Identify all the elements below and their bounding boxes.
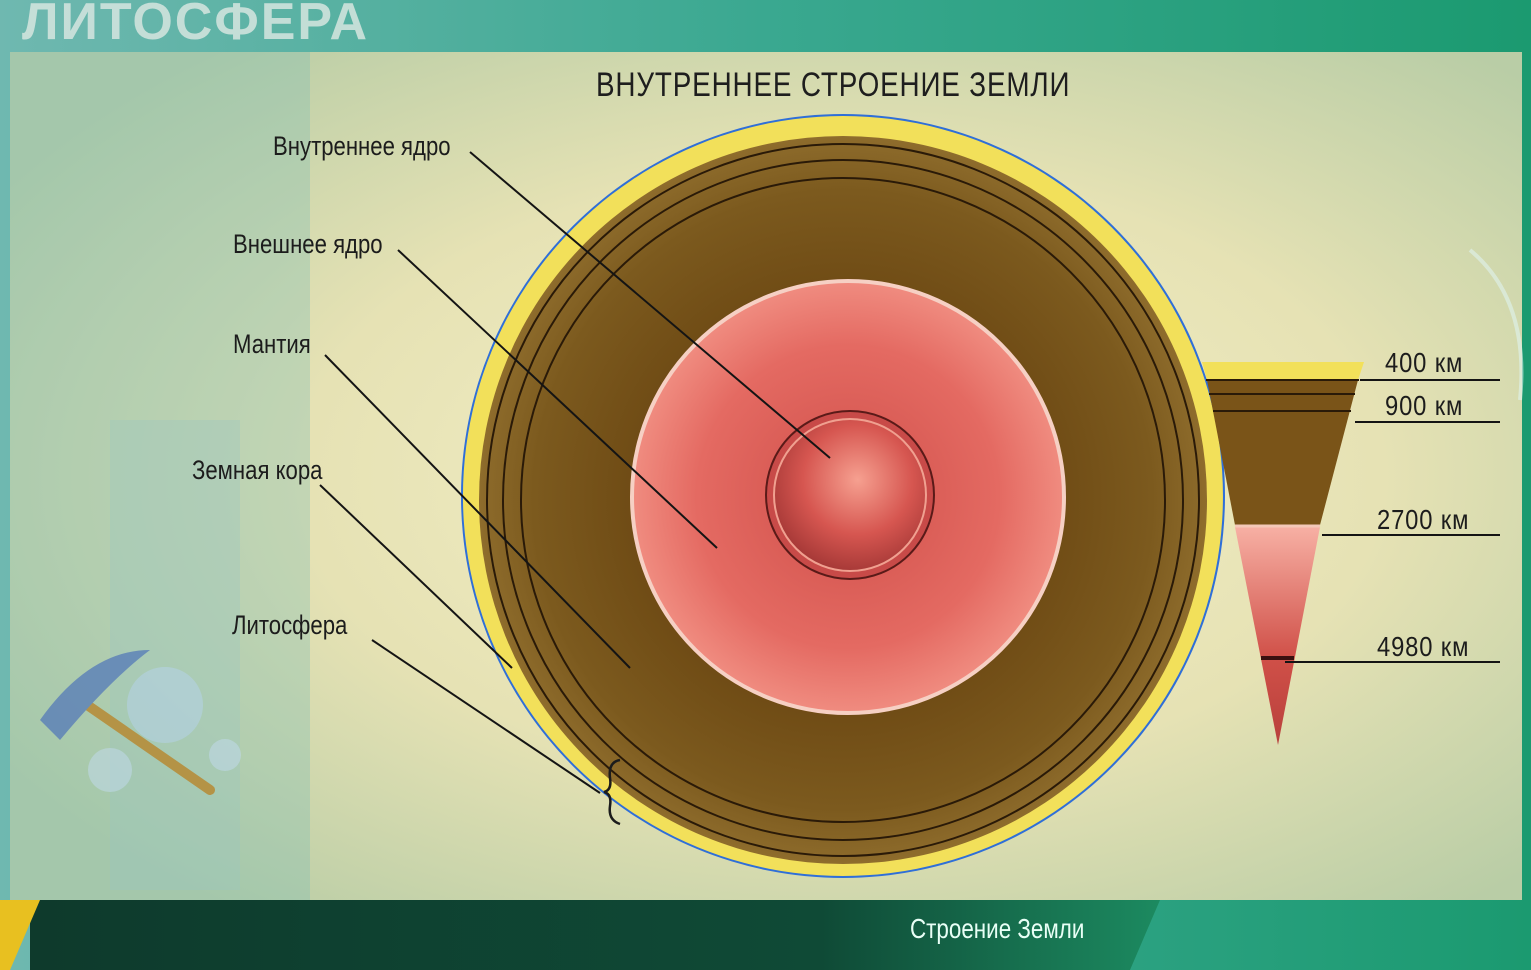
depth-label-2700: 2700 км (1377, 504, 1469, 536)
footer-title: Строение Земли (910, 913, 1084, 945)
depth-label-4980: 4980 км (1377, 631, 1469, 663)
label-lithosphere: Литосфера (232, 610, 347, 641)
depth-label-400: 400 км (1385, 347, 1463, 379)
earth-cross-section (461, 114, 1225, 878)
diagram-title: ВНУТРЕННЕЕ СТРОЕНИЕ ЗЕМЛИ (596, 66, 1070, 105)
label-outer-core: Внешнее ядро (233, 229, 383, 260)
label-mantle: Мантия (233, 329, 311, 360)
label-inner-core: Внутреннее ядро (273, 131, 451, 162)
inner-core (774, 419, 926, 571)
label-crust: Земная кора (192, 455, 322, 486)
section-title: ЛИТОСФЕРА (22, 0, 369, 52)
depth-label-900: 900 км (1385, 390, 1463, 422)
